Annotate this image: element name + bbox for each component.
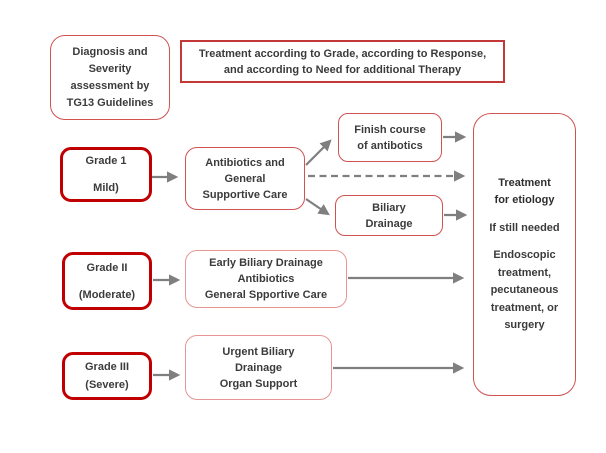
box-line: Treatment according to Grade, according … [198, 47, 487, 60]
box-line: Finish course [354, 123, 426, 136]
box-line: Urgent Biliary [222, 345, 295, 358]
grade-label: Grade II [86, 261, 128, 274]
box-line: General Spportive Care [204, 289, 328, 301]
box-line: Antibiotics and [205, 156, 285, 169]
grade2-box: Grade II (Moderate) [62, 252, 152, 310]
box-line: assessment by [70, 79, 150, 92]
box-heading: for etiology [494, 194, 555, 206]
arrow-antibiotics-to-finish [305, 139, 332, 166]
box-line: and according to Need for additional The… [223, 63, 462, 76]
box-line: of antibotics [357, 139, 423, 152]
box-line: Severity [88, 62, 132, 75]
severity-label: (Severe) [85, 379, 129, 391]
severity-label: (Moderate) [78, 288, 136, 301]
box-line: treatment, or [490, 301, 559, 314]
arrow-antibiotics-to-biliary [305, 198, 330, 216]
box-line: TG13 Guidelines [66, 96, 154, 109]
box-line: Early Biliary Drainage [209, 257, 323, 269]
box-line: Biliary [372, 201, 406, 214]
diagnosis-assessment-box: Diagnosis and Severity assessment by TG1… [50, 35, 170, 120]
grade-label: Grade III [84, 361, 130, 373]
severity-label: Mild) [93, 182, 119, 194]
box-line: pecutaneous [490, 284, 559, 296]
finish-antibiotics-box: Finish course of antibotics [338, 113, 442, 162]
box-line: Antibiotics [237, 273, 295, 285]
biliary-drainage-box: Biliary Drainage [335, 195, 443, 236]
grade3-box: Grade III (Severe) [62, 352, 152, 400]
box-line: Drainage [234, 361, 283, 374]
treatment-header-box: Treatment according to Grade, according … [180, 40, 505, 83]
grade-label: Grade 1 [85, 155, 127, 167]
box-heading: Treatment [498, 176, 551, 189]
box-line: Diagnosis and [72, 45, 148, 58]
early-biliary-drainage-box: Early Biliary Drainage Antibiotics Gener… [185, 250, 347, 308]
box-line: surgery [504, 319, 545, 331]
grade1-box: Grade 1 Mild) [60, 147, 152, 202]
box-line: treatment, [497, 266, 552, 279]
treatment-for-etiology-box: Treatment for etiology If still needed E… [473, 113, 576, 396]
box-line: Supportive Care [202, 188, 288, 201]
antibiotics-supportive-care-box: Antibiotics and General Supportive Care [185, 147, 305, 210]
box-line: Drainage [365, 217, 413, 230]
box-line: General [224, 172, 266, 185]
box-line: Organ Support [219, 377, 298, 390]
box-line: Endoscopic [493, 249, 556, 261]
urgent-biliary-drainage-box: Urgent Biliary Drainage Organ Support [185, 335, 332, 400]
box-line: If still needed [489, 221, 560, 234]
